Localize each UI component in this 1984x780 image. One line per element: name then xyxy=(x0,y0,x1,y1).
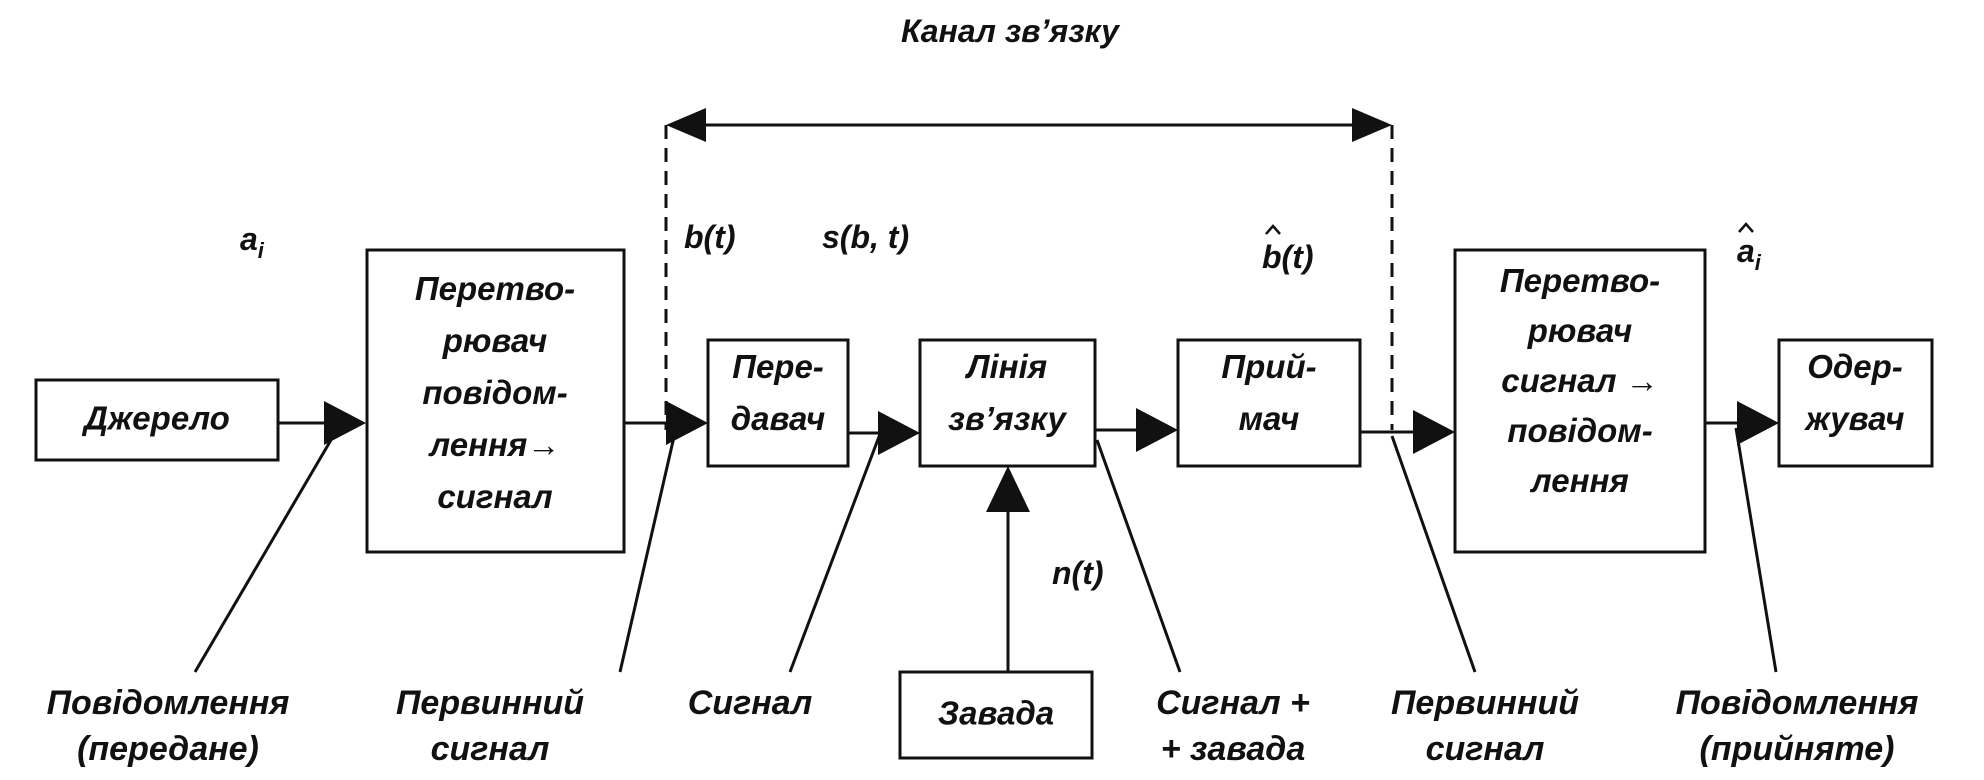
symbol-b-hat-t: b(t) xyxy=(1262,224,1314,275)
svg-text:b(t): b(t) xyxy=(1262,239,1314,275)
noise-block: Завада xyxy=(898,670,1094,760)
receiver-block: Прий- мач xyxy=(1176,338,1362,468)
converter1-line-2: рювач xyxy=(442,322,548,359)
converter2-line-3: сигнал → xyxy=(1501,362,1659,399)
channel-title: Канал зв’язку xyxy=(901,13,1121,49)
transmitter-block: Пере- давач xyxy=(706,338,850,468)
leader-primary-signal-2 xyxy=(1390,435,1477,673)
converter2-line-2: рювач xyxy=(1527,312,1633,349)
converter1-line-3: повідом- xyxy=(422,374,567,411)
transmitter-line-2: давач xyxy=(731,400,826,437)
caption-message-received-1: Повідомлення xyxy=(1676,684,1919,722)
receiver-line-1: Прий- xyxy=(1221,348,1316,385)
signal-to-message-converter-block: Перетво- рювач сигнал → повідом- лення xyxy=(1453,248,1707,554)
symbol-a-i: ai xyxy=(240,221,265,263)
line-block-line-1: Лінія xyxy=(965,348,1047,385)
arrowhead-6 xyxy=(1737,401,1779,445)
caption-signal-noise-a: Сигнал + xyxy=(1156,684,1310,722)
leader-signal-noise xyxy=(1095,439,1182,673)
arrowhead-noise xyxy=(986,466,1030,512)
converter2-line-4: повідом- xyxy=(1507,412,1652,449)
leader-message-sent xyxy=(193,427,340,673)
line-block: Лінія зв’язку xyxy=(918,338,1097,468)
svg-text:ai: ai xyxy=(1737,233,1762,275)
converter1-line-4: лення→ xyxy=(428,426,561,463)
converter2-line-5: лення xyxy=(1529,462,1629,499)
leader-signal xyxy=(788,433,882,673)
sink-line-1: Одер- xyxy=(1807,348,1903,385)
symbol-n-t: n(t) xyxy=(1052,555,1104,591)
source-label: Джерело xyxy=(81,400,230,437)
source-block: Джерело xyxy=(34,378,280,462)
caption-primary-signal-2-b: сигнал xyxy=(1426,730,1545,768)
converter2-line-1: Перетво- xyxy=(1500,262,1660,299)
line-block-line-2: зв’язку xyxy=(948,400,1067,437)
symbol-b-t: b(t) xyxy=(684,219,736,255)
converter1-line-1: Перетво- xyxy=(415,270,575,307)
arrowhead-4 xyxy=(1136,408,1178,452)
channel-span-arrow-left xyxy=(666,108,706,142)
leader-message-received xyxy=(1734,427,1778,673)
leader-primary-signal-1 xyxy=(618,427,678,673)
transmitter-line-1: Пере- xyxy=(732,348,824,385)
arrowhead-2 xyxy=(666,401,708,445)
channel-span-arrow-right xyxy=(1352,108,1392,142)
noise-label: Завада xyxy=(938,695,1054,732)
caption-message-sent-2: (передане) xyxy=(77,730,259,768)
sink-line-2: жувач xyxy=(1804,400,1905,437)
message-to-signal-converter-block: Перетво- рювач повідом- лення→ сигнал xyxy=(365,248,626,554)
caption-message-sent-1: Повідомлення xyxy=(47,684,290,722)
caption-primary-signal-1-a: Первинний xyxy=(396,684,584,722)
caption-message-received-2: (прийняте) xyxy=(1700,730,1895,768)
caption-primary-signal-2-a: Первинний xyxy=(1391,684,1579,722)
arrowhead-3 xyxy=(878,411,920,455)
caption-signal: Сигнал xyxy=(688,684,812,722)
converter1-line-5: сигнал xyxy=(437,478,552,515)
symbol-a-hat-i: ai xyxy=(1737,222,1762,275)
caption-primary-signal-1-b: сигнал xyxy=(431,730,550,768)
arrowhead-5 xyxy=(1413,410,1455,454)
symbol-s-b-t: s(b, t) xyxy=(822,219,909,255)
caption-signal-noise-b: + завада xyxy=(1161,730,1305,768)
sink-block: Одер- жувач xyxy=(1777,338,1934,468)
receiver-line-2: мач xyxy=(1239,400,1300,437)
